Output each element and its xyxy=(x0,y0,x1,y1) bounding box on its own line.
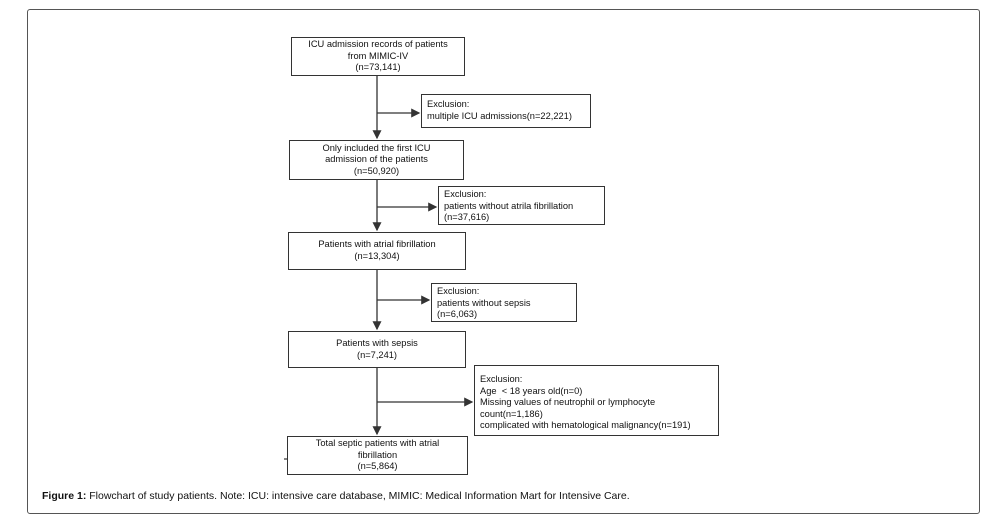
box-text-line: Missing values of neutrophil or lymphocy… xyxy=(480,397,656,408)
box-exclusion-multiple-admissions: Exclusion: multiple ICU admissions(n=22,… xyxy=(421,94,591,128)
caption-text: Flowchart of study patients. Note: ICU: … xyxy=(86,490,630,502)
box-text-line: Total septic patients with atrial xyxy=(315,438,440,449)
box-text-line: admission of the patients xyxy=(325,154,428,165)
box-text-line: patients without sepsis xyxy=(437,297,531,308)
box-exclusion-age-missing-malignancy: Exclusion: Age < 18 years old(n=0) Missi… xyxy=(474,365,719,436)
box-text-line: Only included the first ICU xyxy=(322,142,431,153)
figure-caption: Figure 1: Flowchart of study patients. N… xyxy=(42,490,630,502)
caption-label: Figure 1: xyxy=(42,490,87,502)
box-text-line: (n=50,920) xyxy=(353,165,400,176)
box-text-line: fibrillation xyxy=(357,449,398,460)
box-text-line: (n=13,304) xyxy=(354,251,400,261)
box-total-septic-af: Total septic patients with atrial fibril… xyxy=(287,436,468,475)
box-text-line: (n=6,063) xyxy=(437,309,478,320)
box-icu-admission-records: ICU admission records of patients from M… xyxy=(291,37,465,76)
box-text-line: count(n=1,186) xyxy=(480,408,543,419)
box-text-line: ICU admission records of patients xyxy=(308,39,448,50)
box-text-line: (n=7,241) xyxy=(356,349,398,360)
box-text-line: (n=5,864) xyxy=(357,461,398,472)
box-text-line: Patients with sepsis xyxy=(336,337,418,348)
box-atrial-fibrillation: Patients with atrial fibrillation (n=13,… xyxy=(288,232,466,270)
box-exclusion-no-sepsis: Exclusion: patients without sepsis (n=6,… xyxy=(431,283,577,322)
box-text-line: from MIMIC-IV xyxy=(347,50,409,61)
box-text-line: (n=73,141) xyxy=(355,62,401,73)
box-text-line: Patients with atrial fibrillation xyxy=(318,239,436,250)
box-text-line: Exclusion: xyxy=(437,286,480,296)
box-text-line: patients without atrila fibrillation xyxy=(444,200,574,211)
box-text-line: Exclusion: xyxy=(444,189,487,199)
box-first-icu-admission: Only included the first ICU admission of… xyxy=(289,140,464,180)
box-text-line: (n=37,616) xyxy=(444,212,490,223)
box-text-line: Exclusion: xyxy=(427,99,470,109)
box-text-line: Exclusion: xyxy=(480,374,523,384)
box-text-line: multiple ICU admissions(n=22,221) xyxy=(427,110,572,121)
box-text-line: complicated with hematological malignanc… xyxy=(480,420,691,431)
box-exclusion-no-af: Exclusion: patients without atrila fibri… xyxy=(438,186,605,225)
box-text-line: Age < 18 years old(n=0) xyxy=(480,385,583,396)
box-sepsis: Patients with sepsis (n=7,241) xyxy=(288,331,466,368)
